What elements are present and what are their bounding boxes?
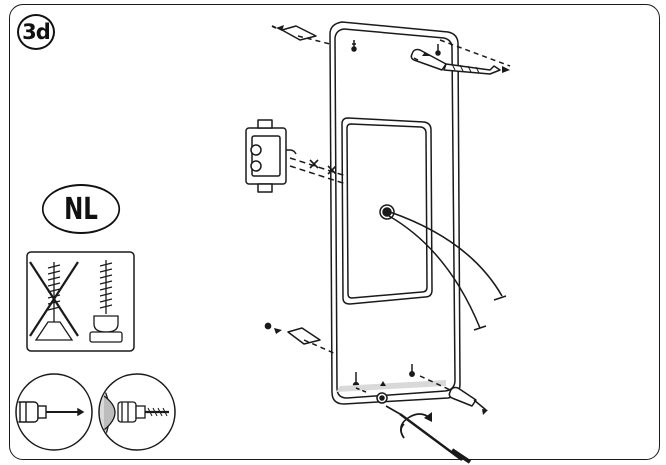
step-number-badge: 3d	[17, 14, 55, 50]
illustration-frame	[9, 4, 660, 460]
country-code-badge: NL	[41, 184, 121, 234]
